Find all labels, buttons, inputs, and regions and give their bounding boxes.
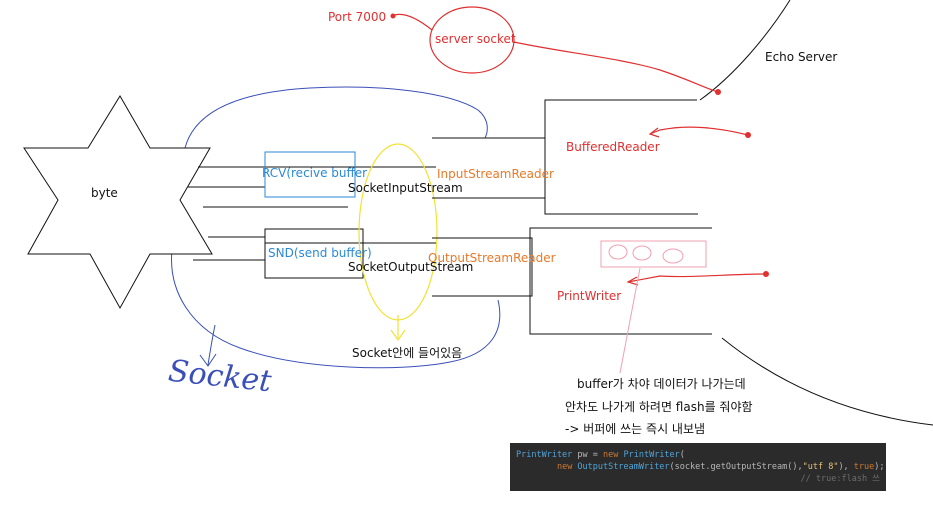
- yellow-down-arrow: [390, 315, 406, 342]
- pink-buffer-circle-1: [608, 244, 628, 260]
- port-dot: [390, 13, 396, 19]
- buffered-reader-label: BufferedReader: [566, 140, 660, 154]
- code-line-2: new OutputStreamWriter(socket.getOutputS…: [516, 461, 886, 473]
- buffered-reader-box: [544, 99, 698, 215]
- print-writer-arrow-head: [626, 276, 639, 286]
- code-new-2: new: [556, 462, 573, 472]
- rcv-buffer-box: [264, 151, 356, 198]
- buffered-reader-arrow-head: [648, 127, 660, 138]
- code-args: (socket.getOutputStream(),: [669, 462, 803, 472]
- code-type: PrintWriter: [516, 450, 573, 460]
- snd-buffer-box: [264, 228, 364, 279]
- byte-label: byte: [91, 186, 118, 200]
- pink-pointer-line: [619, 267, 641, 374]
- buffered-reader-dot: [745, 132, 751, 138]
- byte-star: [23, 95, 213, 310]
- socket-input-stream-label: SocketInputStream: [348, 181, 463, 195]
- note-line-1: buffer가 차야 데이터가 나가는데: [577, 377, 746, 391]
- server-socket-label: server socket: [435, 32, 516, 46]
- print-writer-box: [529, 227, 712, 335]
- print-writer-dot: [763, 271, 769, 277]
- code-assign: pw =: [572, 450, 604, 460]
- code-true: true: [853, 462, 875, 472]
- server-socket-ellipse: [429, 6, 515, 74]
- server-socket-arrow: [513, 41, 719, 93]
- socket-output-stream-label: SocketOutputStream: [348, 260, 474, 274]
- rcv-buffer-label: RCV(recive buffer: [262, 166, 368, 180]
- output-stream-reader-label: OutputStreamReader: [428, 251, 556, 265]
- socket-loop-top: [184, 86, 488, 149]
- pink-buffer-box: [600, 240, 707, 268]
- echo-arrow-dot: [715, 89, 721, 95]
- code-ctor-2: OutputStreamWriter: [572, 462, 670, 472]
- port-label: Port 7000: [328, 10, 387, 24]
- code-close: );: [874, 462, 885, 472]
- code-comment: // true:flash 쓰: [800, 474, 880, 484]
- print-writer-arrow: [627, 273, 767, 283]
- buffered-reader-arrow: [649, 126, 749, 136]
- note-line-3: -> 버퍼에 쓰는 즉시 내보냄: [565, 422, 706, 436]
- code-new-1: new: [603, 450, 619, 460]
- echo-server-arc-bottom: [721, 337, 933, 426]
- pink-buffer-circle-2: [632, 245, 652, 261]
- code-paren: (: [679, 450, 685, 460]
- note-line-2: 안차도 나가게 하려면 flash를 줘야함: [565, 400, 753, 414]
- code-snippet: PrintWriter pw = new PrintWriter( new Ou…: [510, 443, 886, 491]
- pink-buffer-circle-3: [662, 248, 684, 264]
- code-end: ),: [838, 462, 854, 472]
- socket-loop-bottom: [171, 249, 501, 369]
- port-arrow: [391, 13, 433, 31]
- code-line-3: // true:flash 쓰: [516, 473, 886, 485]
- socket-down-arrow: [199, 324, 217, 367]
- code-ctor-1: PrintWriter: [618, 450, 680, 460]
- echo-server-arc-top: [699, 0, 791, 101]
- socket-streams-ellipse: [358, 143, 438, 321]
- echo-server-label: Echo Server: [765, 50, 838, 64]
- code-string: "utf 8": [802, 462, 839, 472]
- inside-socket-label: Socket안에 들어있음: [352, 346, 463, 360]
- input-stream-reader-label: InputStreamReader: [437, 167, 554, 181]
- snd-buffer-label: SND(send buffer): [268, 246, 372, 260]
- print-writer-label: PrintWriter: [557, 289, 622, 303]
- code-line-1: PrintWriter pw = new PrintWriter(: [516, 449, 886, 461]
- output-stream-reader-box: [432, 237, 533, 297]
